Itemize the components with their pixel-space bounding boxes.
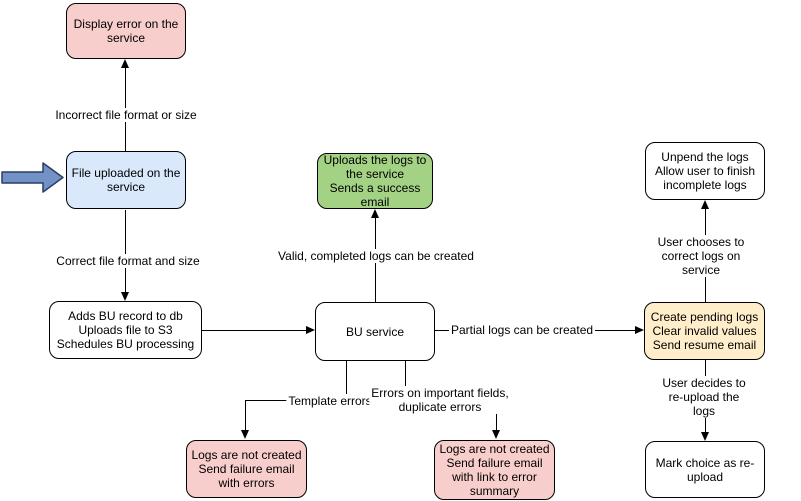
arrowhead-down-icon	[492, 430, 500, 439]
edge-label-valid-logs: Valid, completed logs can be created	[276, 249, 476, 263]
edge-field-errors-line	[405, 360, 406, 400]
arrowhead-up-icon	[701, 200, 709, 209]
edge-field-errors-line	[496, 400, 497, 430]
arrowhead-up-icon	[121, 59, 129, 68]
node-logs-failure-summary: Logs are not created Send failure email …	[434, 440, 555, 500]
node-logs-failure-errors: Logs are not created Send failure email …	[186, 440, 307, 498]
node-uploads-logs-success: Uploads the logs to the service Sends a …	[317, 153, 433, 209]
edge-template-errors-line	[245, 400, 246, 430]
node-unpend-logs: Unpend the logs Allow user to finish inc…	[645, 142, 765, 200]
entry-arrow-icon	[1, 162, 64, 193]
arrowhead-down-icon	[241, 430, 249, 439]
arrowhead-down-icon	[701, 432, 709, 441]
edge-label-template-errors: Template errors	[286, 394, 374, 408]
edge-label-field-errors: Errors on important fields, duplicate er…	[369, 386, 511, 414]
edge-correct-line	[125, 210, 126, 293]
edge-to-bu-service-line	[202, 330, 306, 331]
node-bu-service: BU service	[315, 302, 435, 361]
edge-label-user-reupload: User decides to re-upload the logs	[655, 376, 753, 418]
arrowhead-right-icon	[635, 326, 644, 334]
node-create-pending-logs: Create pending logs Clear invalid values…	[644, 302, 765, 360]
node-display-error: Display error on the service	[66, 3, 186, 59]
edge-label-user-correct: User chooses to correct logs on service	[651, 235, 751, 277]
node-mark-choice-reupload: Mark choice as re- upload	[645, 441, 765, 498]
node-file-uploaded: File uploaded on the service	[66, 151, 186, 209]
edge-label-incorrect-file: Incorrect file format or size	[53, 108, 199, 122]
node-adds-bu-record: Adds BU record to db Uploads file to S3 …	[49, 301, 202, 359]
edge-label-correct-file: Correct file format and size	[54, 254, 202, 268]
edge-label-partial-logs: Partial logs can be created	[448, 323, 596, 337]
arrowhead-right-icon	[306, 326, 315, 334]
arrowhead-up-icon	[371, 209, 379, 218]
edge-template-errors-line	[346, 360, 347, 400]
arrowhead-down-icon	[121, 292, 129, 301]
